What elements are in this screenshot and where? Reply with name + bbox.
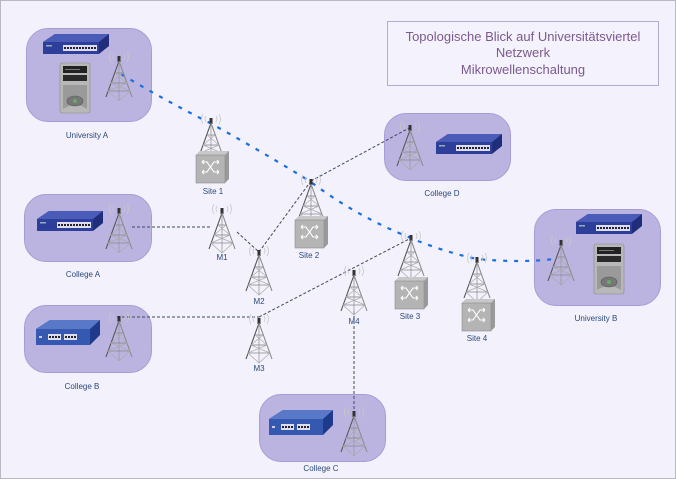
label-site-4: Site 4 [466, 334, 488, 343]
label-site-1: Site 1 [202, 187, 224, 196]
label-m1: M1 [216, 253, 228, 262]
college-c-switch-icon [268, 409, 334, 436]
title-line-2: Netzwerk [495, 45, 551, 61]
title-line-3: Mikrowellenschaltung [460, 61, 586, 77]
site-2-hub-icon[interactable] [294, 215, 329, 249]
m1-tower-icon[interactable] [208, 203, 236, 254]
link-site-2-college-d [310, 126, 412, 182]
label-college-b: College B [64, 382, 100, 391]
college-b-tower-icon [105, 311, 133, 362]
label-college-d: College D [424, 189, 460, 198]
college-d-switch-icon [435, 133, 503, 155]
site-1-hub-icon[interactable] [195, 150, 230, 184]
college-d-tower-icon [396, 120, 424, 171]
site-3-hub-icon[interactable] [394, 276, 429, 310]
label-site-2: Site 2 [298, 251, 320, 260]
university-a-server-icon [59, 62, 91, 114]
link-m1-m2 [236, 231, 260, 253]
university-a-switch-icon [42, 33, 110, 55]
label-m2: M2 [253, 297, 265, 306]
site-3-tower-icon [397, 230, 425, 281]
link-m3-site-3 [258, 237, 412, 318]
label-m3: M3 [253, 364, 265, 373]
college-a-tower-icon [105, 203, 133, 254]
m4-tower-icon[interactable] [340, 265, 368, 316]
title-line-1: Topologische Blick auf Universitätsviert… [405, 28, 641, 44]
label-college-c: College C [303, 464, 339, 473]
site-4-hub-icon[interactable] [461, 298, 496, 332]
label-m4: M4 [348, 317, 360, 326]
university-b-server-icon [593, 243, 625, 295]
label-college-a: College A [65, 270, 101, 279]
link-backbone [120, 73, 555, 263]
label-university-b: University B [574, 314, 618, 323]
university-b-switch-icon [575, 213, 643, 235]
college-b-switch-icon [35, 319, 101, 346]
university-b-tower-icon [547, 235, 575, 286]
college-c-tower-icon [340, 406, 368, 457]
diagram-title: Topologische Blick auf Universitätsviert… [387, 21, 659, 86]
label-site-3: Site 3 [399, 312, 421, 321]
m3-tower-icon[interactable] [245, 313, 273, 364]
college-a-switch-icon [36, 210, 104, 232]
label-university-a: University A [65, 131, 109, 140]
site-4-tower-icon [463, 252, 491, 303]
university-a-tower-icon [105, 51, 133, 102]
m2-tower-icon[interactable] [245, 245, 273, 296]
